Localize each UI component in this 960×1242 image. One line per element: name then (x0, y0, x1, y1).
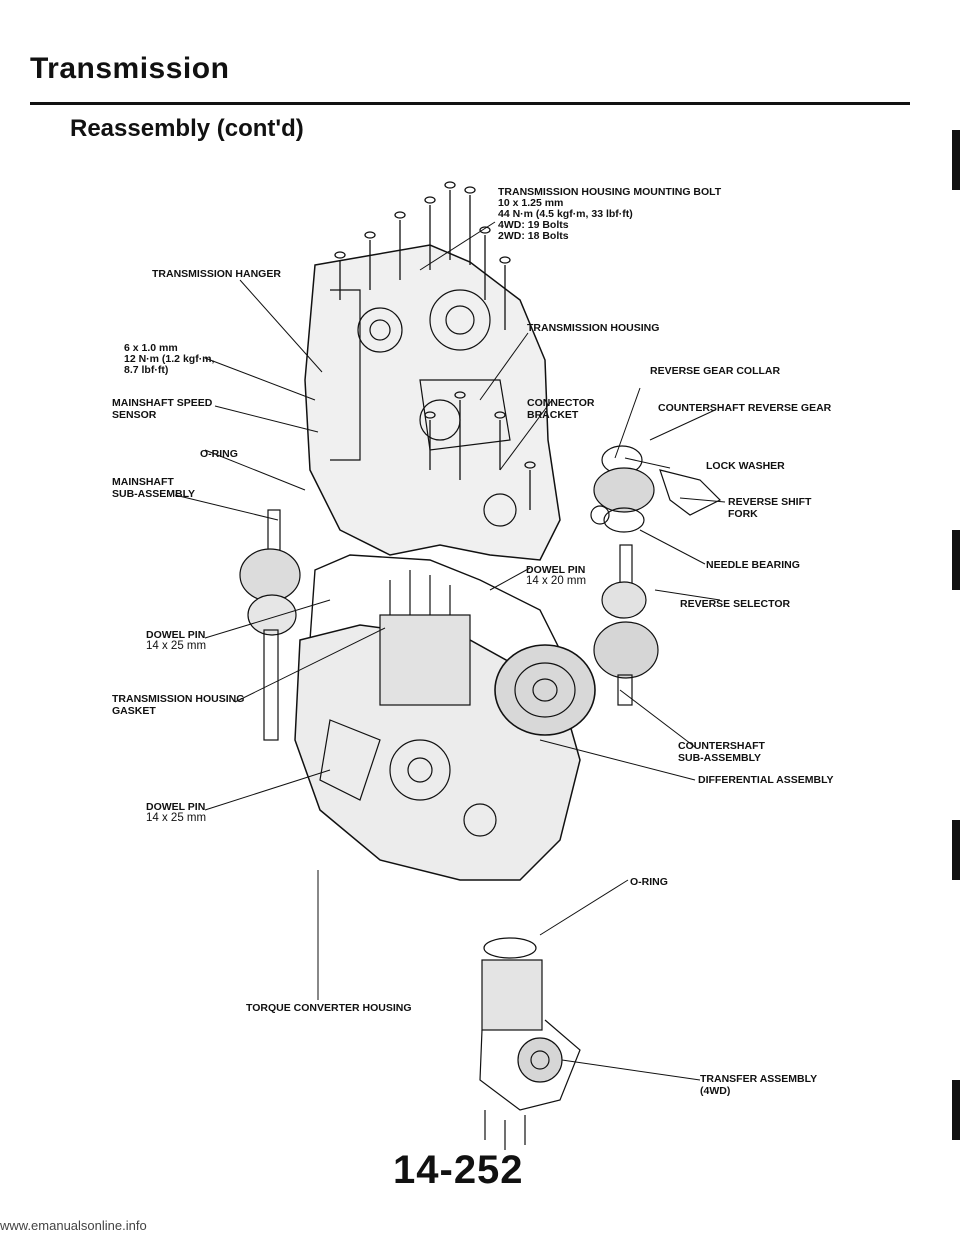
section-title: Reassembly (cont'd) (70, 115, 304, 142)
label-reverse-shift-fork: REVERSE SHIFT FORK (728, 496, 811, 520)
label-mainshaft-speed-sensor-1: MAINSHAFT SPEED (112, 397, 213, 409)
edge-mark (952, 130, 960, 190)
label-torque-converter-housing: TORQUE CONVERTER HOUSING (246, 1002, 412, 1014)
label-countershaft-sub-assembly-1: COUNTERSHAFT (678, 740, 765, 752)
label-mainshaft-speed-sensor: MAINSHAFT SPEED SENSOR (112, 397, 212, 421)
label-transfer-assembly-2: (4WD) (700, 1085, 731, 1097)
label-reverse-selector: REVERSE SELECTOR (680, 598, 791, 610)
label-differential-assembly: DIFFERENTIAL ASSEMBLY (698, 774, 834, 786)
hanger-bolt-torque-2: 8.7 lbf·ft) (124, 364, 169, 376)
hanger-bolt-torque-1: 12 N·m (1.2 kgf·m, (124, 353, 215, 365)
housing-bolt-torque: 44 N·m (4.5 kgf·m, 33 lbf·ft) (498, 208, 633, 220)
housing-bolt-size: 10 x 1.25 mm (498, 197, 564, 209)
hanger-bolt-callout: 6 x 1.0 mm 12 N·m (1.2 kgf·m, 8.7 lbf·ft… (124, 343, 214, 376)
footer-url[interactable]: www.emanualsonline.info (0, 1218, 147, 1233)
label-reverse-shift-fork-2: FORK (728, 508, 758, 520)
label-o-ring-bottom: O-RING (630, 876, 668, 888)
edge-mark (952, 1080, 960, 1140)
edge-mark (952, 530, 960, 590)
label-countershaft-sub-assembly: COUNTERSHAFT SUB-ASSEMBLY (678, 740, 765, 764)
label-countershaft-reverse-gear: COUNTERSHAFT REVERSE GEAR (658, 402, 832, 414)
title-rule (30, 102, 910, 105)
dowel-pin-left-name: DOWEL PIN (146, 629, 206, 641)
label-transmission-hanger: TRANSMISSION HANGER (152, 268, 281, 280)
dowel-pin-mid-callout: DOWEL PIN 14 x 20 mm (526, 565, 586, 587)
edge-mark (952, 820, 960, 880)
label-mainshaft-speed-sensor-2: SENSOR (112, 409, 157, 421)
label-o-ring-top: O-RING (200, 448, 238, 460)
dowel-pin-lower-name: DOWEL PIN (146, 801, 206, 813)
label-transfer-assembly-1: TRANSFER ASSEMBLY (700, 1073, 818, 1085)
label-lock-washer: LOCK WASHER (706, 460, 785, 472)
page-number: 14-252 (393, 1148, 524, 1192)
label-reverse-shift-fork-1: REVERSE SHIFT (728, 496, 812, 508)
label-mainshaft-sub-assembly-2: SUB-ASSEMBLY (112, 488, 196, 500)
housing-bolt-4wd: 4WD: 19 Bolts (498, 219, 569, 231)
housing-bolt-2wd: 2WD: 18 Bolts (498, 230, 569, 242)
label-transfer-assembly: TRANSFER ASSEMBLY (4WD) (700, 1073, 817, 1097)
label-needle-bearing: NEEDLE BEARING (706, 559, 800, 571)
label-housing-gasket: TRANSMISSION HOUSING GASKET (112, 693, 244, 717)
label-connector-bracket: CONNECTOR BRACKET (527, 397, 594, 421)
hanger-bolt-size: 6 x 1.0 mm (124, 342, 178, 354)
label-reverse-gear-collar: REVERSE GEAR COLLAR (650, 365, 781, 377)
label-housing-gasket-1: TRANSMISSION HOUSING (112, 693, 245, 705)
housing-bolt-callout: TRANSMISSION HOUSING MOUNTING BOLT 10 x … (498, 187, 721, 242)
dowel-pin-mid-size: 14 x 20 mm (526, 575, 587, 587)
dowel-pin-left-size: 14 x 25 mm (146, 640, 207, 652)
page-title: Transmission (30, 52, 230, 85)
label-mainshaft-sub-assembly: MAINSHAFT SUB-ASSEMBLY (112, 476, 195, 500)
label-housing-gasket-2: GASKET (112, 705, 156, 717)
label-countershaft-sub-assembly-2: SUB-ASSEMBLY (678, 752, 762, 764)
dowel-pin-mid-name: DOWEL PIN (526, 564, 586, 576)
housing-bolt-name: TRANSMISSION HOUSING MOUNTING BOLT (498, 186, 722, 198)
label-connector-bracket-1: CONNECTOR (527, 397, 595, 409)
label-transmission-housing: TRANSMISSION HOUSING (527, 322, 660, 334)
dowel-pin-left-callout: DOWEL PIN 14 x 25 mm (146, 630, 206, 652)
label-connector-bracket-2: BRACKET (527, 409, 579, 421)
dowel-pin-lower-callout: DOWEL PIN 14 x 25 mm (146, 802, 206, 824)
label-mainshaft-sub-assembly-1: MAINSHAFT (112, 476, 174, 488)
dowel-pin-lower-size: 14 x 25 mm (146, 812, 207, 824)
